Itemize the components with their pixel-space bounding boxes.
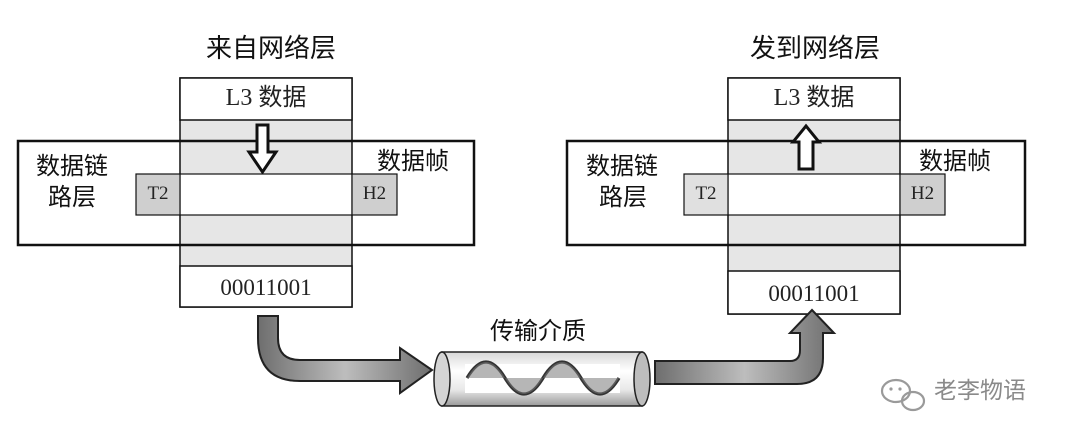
left-payload-band — [179, 173, 353, 216]
right-trailer-tag — [683, 173, 729, 216]
watermark-text: 老李物语 — [934, 378, 1026, 404]
left-header-tag — [351, 173, 398, 216]
left-link-layer-label-line2: 路层 — [48, 183, 96, 211]
watermark-logo — [880, 378, 926, 412]
right-trailer-label: T2 — [695, 183, 717, 204]
left-stack — [16, 77, 476, 308]
right-frame-label: 数据帧 — [919, 147, 991, 175]
left-l3-data-box — [179, 77, 353, 121]
left-transmit-pipe — [257, 315, 434, 395]
right-stack — [565, 77, 1027, 315]
right-header-tag — [899, 173, 946, 216]
right-header-label: H2 — [910, 183, 935, 204]
right-l3-data-box — [727, 77, 901, 121]
right-link-layer-label-line2: 路层 — [599, 183, 647, 211]
transmission-medium-label: 传输介质 — [490, 317, 586, 345]
right-receive-pipe — [654, 308, 837, 385]
left-link-layer-frame — [16, 139, 476, 247]
left-l3-data-label: L3 数据 — [225, 85, 307, 111]
left-frame-label: 数据帧 — [377, 147, 449, 175]
right-link-layer-label-line1: 数据链 — [586, 152, 658, 180]
left-trailer-label: T2 — [147, 183, 169, 204]
right-l3-data-label: L3 数据 — [773, 85, 855, 111]
right-bits-box — [727, 270, 901, 315]
right-top-title: 发到网络层 — [750, 34, 881, 64]
right-payload-band — [727, 173, 901, 216]
left-bits-label: 00011001 — [220, 275, 312, 300]
right-up-arrow — [789, 123, 823, 171]
left-down-arrow — [246, 123, 279, 175]
left-link-layer-label-line1: 数据链 — [36, 152, 108, 180]
left-bits-box — [179, 265, 353, 308]
right-bits-label: 00011001 — [768, 281, 860, 306]
left-trailer-tag — [135, 173, 181, 216]
left-top-title: 来自网络层 — [206, 34, 337, 64]
left-header-label: H2 — [362, 183, 387, 204]
transmission-medium-cable — [433, 351, 651, 407]
